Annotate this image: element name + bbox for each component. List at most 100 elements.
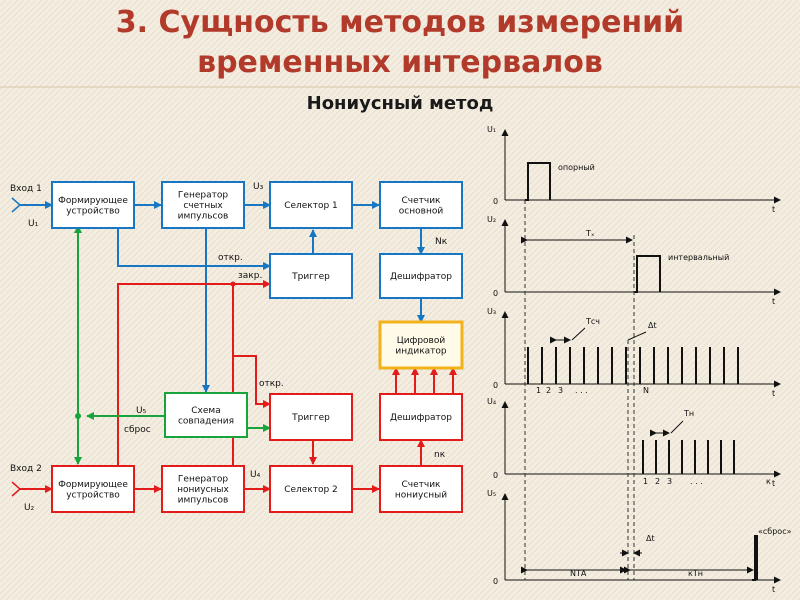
block-coinc-text: Схема — [191, 406, 220, 416]
block-counter1-frame — [379, 181, 463, 229]
block-gen1-text: импульсов — [178, 212, 229, 222]
block-former2-frame — [51, 465, 135, 513]
timing-axis-label: U₁ — [487, 125, 496, 134]
reset-label: сброс — [124, 425, 151, 435]
timing-row-2 — [501, 219, 781, 296]
nt-label: NTА — [570, 569, 587, 578]
timing-t-label: t — [772, 585, 775, 594]
block-gen1-text: Генератор — [178, 191, 228, 201]
tn-label: Tн — [683, 409, 694, 418]
input-2-label: Вход 2 — [10, 464, 42, 474]
slide-subtitle: Нониусный метод — [306, 93, 494, 114]
count-label-row3: 1 — [536, 386, 541, 395]
u3-label: U₃ — [253, 182, 264, 192]
block-counter2-frame — [379, 465, 463, 513]
block-gen2-text: импульсов — [178, 496, 229, 506]
timing-t-label: t — [772, 297, 775, 306]
tsch-leader — [571, 327, 586, 341]
count-label-row3: N — [643, 386, 649, 395]
timing-zero-label: 0 — [493, 289, 498, 298]
wire-former2-trig1-close — [117, 280, 271, 466]
kt-label: кTн — [688, 569, 703, 578]
timing-row-5 — [501, 493, 781, 584]
interval-pulse — [634, 255, 661, 293]
block-counter2-text: нониусный — [395, 490, 447, 500]
timing-axis-label: U₃ — [487, 307, 496, 316]
wire-former1-trig1-open — [117, 228, 271, 270]
block-former2-text: Формирующее — [58, 480, 128, 490]
block-dec2: Дешифратор — [379, 393, 463, 441]
timing-row-3 — [501, 311, 781, 388]
timing-axis-label: U₄ — [487, 397, 496, 406]
block-dec1: Дешифратор — [379, 253, 463, 299]
interval-pulse-label: интервальный — [668, 253, 729, 262]
block-dec2-text: Дешифратор — [390, 413, 452, 423]
block-trig1-frame — [269, 253, 353, 299]
block-gen1-frame — [161, 181, 245, 229]
timing-t-label: t — [772, 479, 775, 488]
block-sel1-text: Селектор 1 — [284, 201, 338, 211]
block-trig2: Триггер — [269, 393, 353, 441]
open-2-label: откр. — [259, 379, 284, 389]
block-dec2-frame — [379, 393, 463, 441]
block-former1-text: устройство — [66, 206, 120, 216]
dt-leader-row3 — [627, 331, 647, 341]
block-trig1: Триггер — [269, 253, 353, 299]
block-trig2-frame — [269, 393, 353, 441]
u2-label: U₂ — [24, 503, 35, 513]
block-indicator-frame — [378, 320, 464, 370]
timing-zero-label: 0 — [493, 197, 498, 206]
dt-label-row5: Δt — [646, 534, 655, 543]
open-1-label: откр. — [218, 253, 243, 263]
block-dec1-frame — [379, 253, 463, 299]
count-label-row3: 3 — [558, 386, 563, 395]
junction-close — [230, 281, 236, 287]
block-sel2-text: Селектор 2 — [284, 485, 338, 495]
dt-label-row3: Δt — [648, 321, 657, 330]
block-dec1-text: Дешифратор — [390, 272, 452, 282]
counting-pulses — [527, 347, 739, 384]
block-gen2-frame — [161, 465, 245, 513]
block-trig2-text: Триггер — [291, 413, 330, 423]
title-line-2: временных интервалов — [197, 45, 603, 80]
block-coinc-text: совпадения — [178, 416, 234, 426]
block-gen2-text: Генератор — [178, 475, 228, 485]
timing-axis-label: U₂ — [487, 215, 496, 224]
block-counter2-text: Счетчик — [402, 480, 442, 490]
slide-title: 3. Сущность методов измерений временных … — [0, 3, 800, 83]
count-label-row4: . . . — [690, 477, 703, 486]
reset-pulse-label: «сброс» — [758, 527, 792, 536]
timing-t-label: t — [772, 205, 775, 214]
count-label-row3: . . . — [575, 386, 588, 395]
count-label-row4: к — [766, 477, 771, 486]
block-indicator-text: индикатор — [395, 346, 447, 356]
junction-reset — [75, 413, 81, 419]
reference-pulse — [525, 162, 551, 201]
block-trig1-text: Триггер — [291, 272, 330, 282]
block-counter1-text: Счетчик — [402, 196, 442, 206]
block-indicator-text: Цифровой — [397, 336, 446, 346]
timing-row-1 — [501, 129, 781, 204]
count-label-row4: 1 — [643, 477, 648, 486]
u5-label: U₅ — [136, 406, 147, 416]
input-1-label: Вход 1 — [10, 184, 42, 194]
nk2-label: nк — [434, 450, 446, 460]
block-gen2-text: нониусных — [177, 485, 229, 495]
timing-t-label: t — [772, 389, 775, 398]
title-line-1: 3. Сущность методов измерений — [115, 5, 685, 40]
reset-pulse — [752, 535, 758, 581]
u4-label: U₄ — [250, 470, 261, 480]
block-former2-text: устройство — [66, 490, 120, 500]
count-label-row4: 2 — [655, 477, 660, 486]
block-sel2: Селектор 2 — [269, 465, 353, 513]
timing-zero-label: 0 — [493, 577, 498, 586]
